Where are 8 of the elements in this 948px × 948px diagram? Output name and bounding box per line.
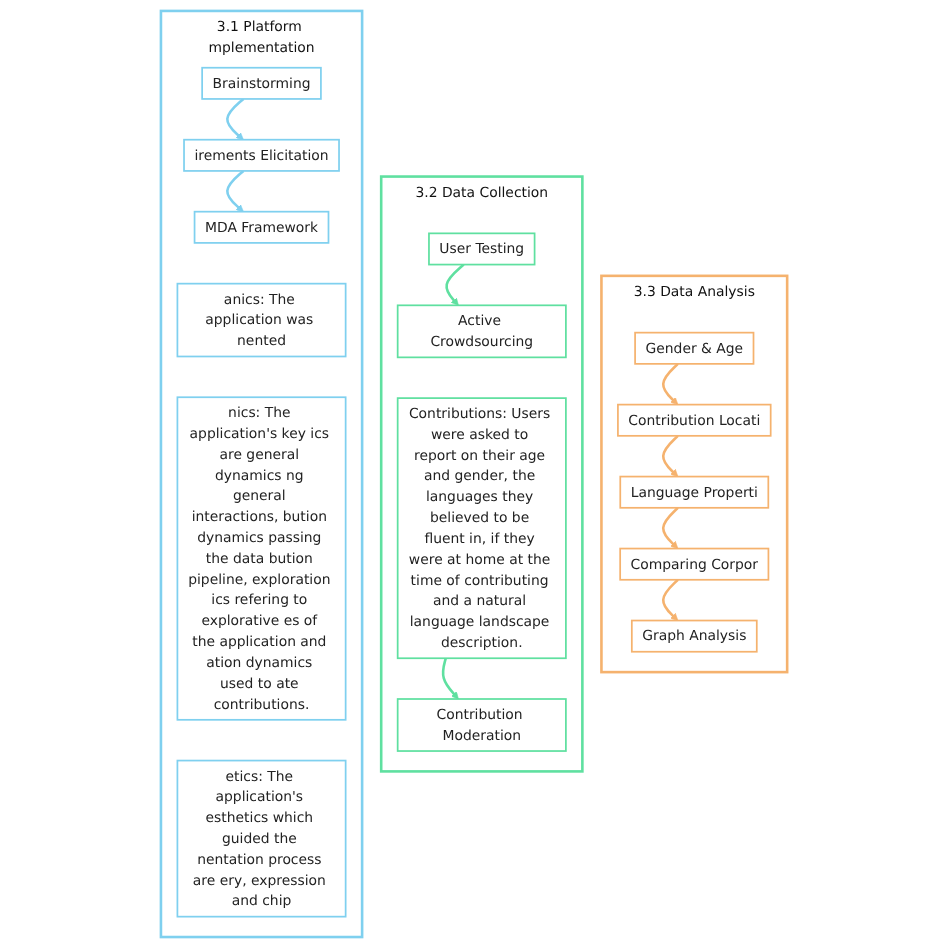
arrow: [661, 506, 679, 549]
arrow: [225, 169, 245, 212]
arrow: [225, 97, 245, 141]
arrow: [661, 362, 679, 405]
arrow: [445, 263, 465, 306]
arrow: [441, 657, 459, 700]
arrow: [661, 434, 679, 477]
arrow: [661, 578, 679, 621]
